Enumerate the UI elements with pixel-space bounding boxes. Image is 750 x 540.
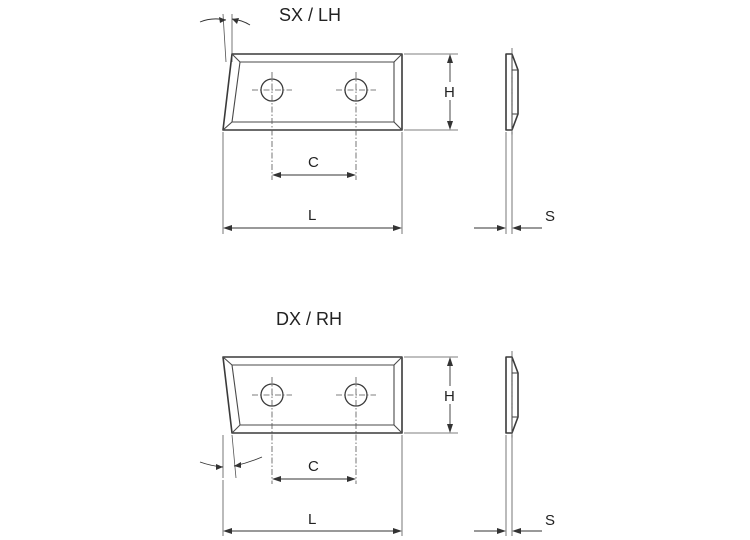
dimension-center-distance-bottom xyxy=(272,476,356,482)
dimension-length-bottom xyxy=(222,435,403,536)
mounting-hole-right-top xyxy=(336,72,376,180)
label-length-top: L xyxy=(308,207,316,224)
mounting-hole-right-bottom xyxy=(336,377,376,484)
label-thickness-bottom: S xyxy=(545,512,555,529)
mounting-hole-left-bottom xyxy=(252,377,292,484)
label-center-distance-top: C xyxy=(308,154,319,171)
view-sx-lh: SX / LH xyxy=(199,5,555,234)
dimension-thickness-top xyxy=(474,225,542,231)
view-dx-rh: DX / RH xyxy=(199,309,555,536)
label-center-distance-bottom: C xyxy=(308,458,319,475)
dimension-thickness-bottom xyxy=(474,528,542,534)
insert-plate-bottom xyxy=(222,356,403,434)
view-title-dx-rh: DX / RH xyxy=(276,309,342,329)
insert-plate-top xyxy=(222,53,403,131)
label-length-bottom: L xyxy=(308,511,316,528)
label-height-top: H xyxy=(444,84,455,101)
view-title-sx-lh: SX / LH xyxy=(279,5,341,25)
mounting-hole-left-top xyxy=(252,72,292,180)
label-thickness-top: S xyxy=(545,208,555,225)
dimension-length-top xyxy=(222,132,403,234)
angle-indicator-bottom xyxy=(199,434,263,479)
dimension-center-distance-top xyxy=(272,172,356,178)
insert-side-view-top xyxy=(505,48,519,234)
insert-side-view-bottom xyxy=(505,351,519,536)
label-height-bottom: H xyxy=(444,388,455,405)
